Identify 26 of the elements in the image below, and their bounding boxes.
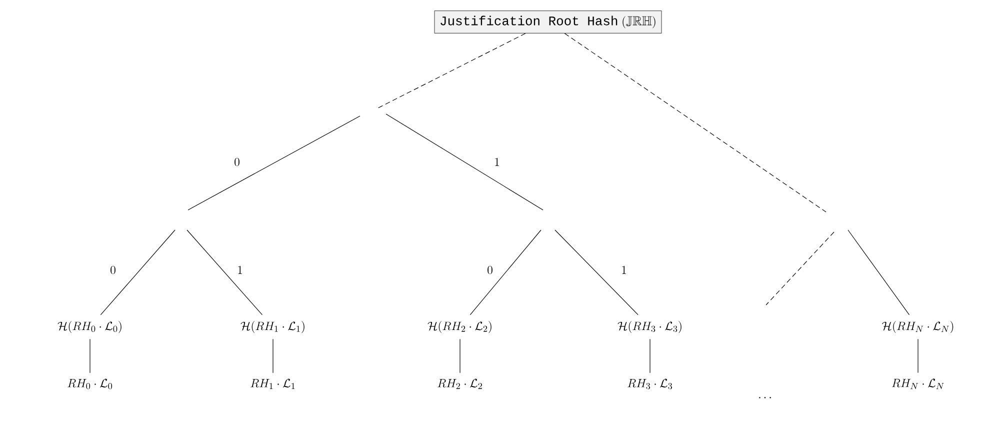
- leaf-label: $RH_1 \cdot \mathcal{L}_1$: [250, 378, 295, 389]
- branch-label: $0$: [110, 266, 116, 274]
- leaf-label: $RH_N \cdot \mathcal{L}_N$: [892, 378, 944, 390]
- hash-label: $\mathcal{H}(RH_2 \cdot \mathcal{L}_2)$: [428, 321, 492, 333]
- hash-label: $\mathcal{H}(RH_N \cdot \mathcal{L}_N)$: [882, 321, 954, 333]
- hash-label: $\mathcal{H}(RH_3 \cdot \mathcal{L}_3)$: [618, 321, 682, 333]
- tree-line: [100, 230, 176, 316]
- dashed-line: [378, 33, 526, 108]
- leaf-label: $RH_2 \cdot \mathcal{L}_2$: [438, 378, 482, 389]
- branch-label: $1$: [622, 266, 626, 274]
- root-box: $\texttt{Justification Root Hash}~(\mathbb{JRH})$: [434, 10, 662, 34]
- leaf-label: $RH_0 \cdot \mathcal{L}_0$: [68, 378, 112, 390]
- branch-label: $0$: [488, 266, 492, 274]
- branch-label: $1$: [495, 158, 499, 166]
- tree-line: [554, 230, 638, 316]
- branch-label: $0$: [234, 158, 240, 166]
- tree-line: [272, 338, 274, 374]
- dashed-line: [564, 33, 826, 212]
- branch-label: $1$: [238, 266, 242, 274]
- tree-line: [470, 230, 542, 316]
- hash-label: $\mathcal{H}(RH_1 \cdot \mathcal{L}_1)$: [240, 321, 304, 333]
- hash-label: $\mathcal{H}(RH_0 \cdot \mathcal{L}_0)$: [58, 321, 122, 333]
- tree-line: [848, 230, 910, 316]
- leaf-label: $RH_3 \cdot \mathcal{L}_3$: [628, 378, 672, 390]
- tree-line: [186, 230, 263, 316]
- ellipsis: $\cdots$: [759, 397, 771, 398]
